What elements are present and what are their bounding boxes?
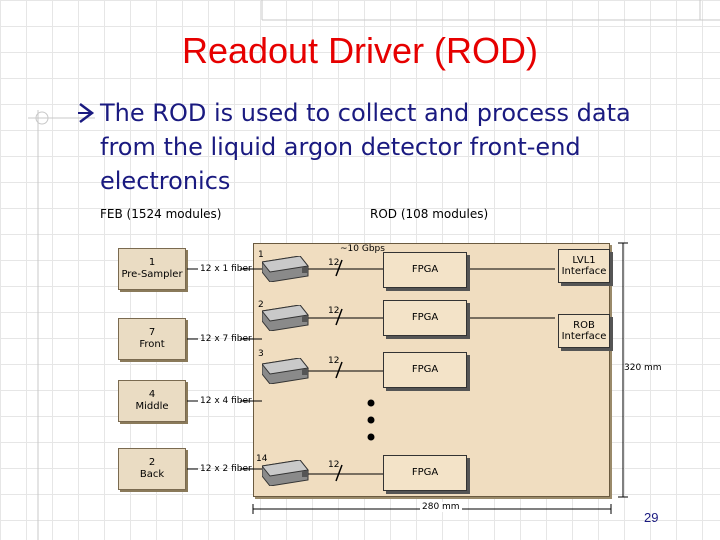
optical-module-icon (262, 358, 309, 384)
fiber-label: 12 x 2 fiber (200, 464, 252, 474)
interface-line2: Interface (561, 266, 607, 277)
feb-header: FEB (1524 modules) (100, 207, 222, 221)
slot-index: 3 (258, 349, 264, 359)
optical-module-icon (262, 305, 309, 331)
feb-count: 2 (148, 457, 156, 468)
rob-interface-box: ROB Interface (558, 314, 610, 348)
bus-width: 12 (328, 306, 340, 316)
rod-header: ROD (108 modules) (370, 207, 489, 221)
bus-width: 12 (328, 356, 340, 366)
slot-index: 2 (258, 300, 264, 310)
interface-line1: LVL1 (572, 255, 596, 266)
bullet-point: The ROD is used to collect and process d… (78, 96, 678, 198)
bus-width: 12 (328, 258, 340, 268)
fiber-label: 12 x 4 fiber (200, 396, 252, 406)
page-number: 29 (644, 510, 659, 525)
feb-box-presampler: 1 Pre-Sampler (118, 248, 186, 290)
fpga-box: FPGA (383, 455, 467, 491)
interface-line2: Interface (561, 331, 607, 342)
feb-name: Front (139, 339, 165, 350)
height-dimension: 320 mm (624, 363, 662, 373)
optical-module-icon (262, 256, 309, 282)
feb-box-front: 7 Front (118, 318, 186, 360)
bullet-text: The ROD is used to collect and process d… (100, 99, 631, 195)
feb-count: 7 (148, 327, 156, 338)
width-dimension: 280 mm (420, 502, 462, 512)
feb-name: Pre-Sampler (121, 269, 183, 280)
optical-module-icon (262, 460, 309, 486)
slot-index: 14 (256, 454, 268, 464)
feb-count: 1 (148, 257, 156, 268)
fpga-box: FPGA (383, 300, 467, 336)
slide-title: Readout Driver (ROD) (181, 30, 539, 71)
feb-name: Back (139, 469, 165, 480)
fiber-label: 12 x 7 fiber (200, 334, 252, 344)
rate-label: ~10 Gbps (340, 244, 385, 254)
arrow-bullet-icon (78, 103, 95, 123)
slot-index: 1 (258, 250, 264, 260)
feb-count: 4 (148, 389, 156, 400)
fiber-label: 12 x 1 fiber (200, 264, 252, 274)
feb-box-back: 2 Back (118, 448, 186, 490)
fpga-box: FPGA (383, 252, 467, 288)
fpga-box: FPGA (383, 352, 467, 388)
lvl1-interface-box: LVL1 Interface (558, 249, 610, 283)
interface-line1: ROB (573, 320, 595, 331)
feb-box-middle: 4 Middle (118, 380, 186, 422)
bus-width: 12 (328, 460, 340, 470)
feb-name: Middle (135, 401, 169, 412)
